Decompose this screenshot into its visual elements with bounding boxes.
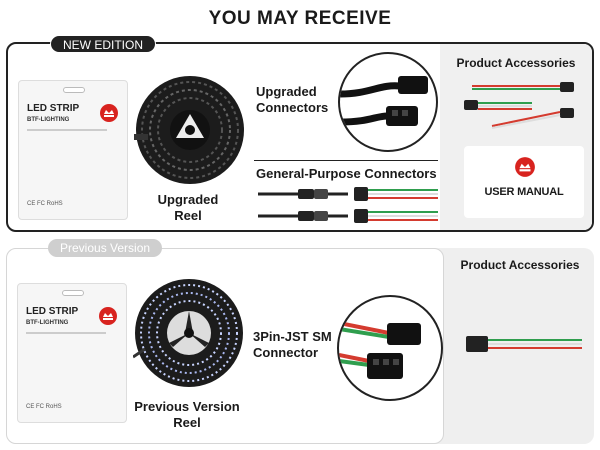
jst-connector-line2: Connector [253,345,318,360]
package-hang-hole [62,290,84,296]
new-edition-section: LED STRIP BTF-LIGHTING CE FC RoHS Upgrad… [6,35,594,232]
general-connectors-label: General-Purpose Connectors [256,166,437,181]
previous-reel-label-line1: Previous Version [134,399,240,414]
jst-connector-zoom [337,295,443,401]
previous-reel-label-line2: Reel [173,415,201,430]
led-strip-package: LED STRIP BTF-LIGHTING CE FC RoHS [18,80,128,220]
user-manual-label: USER MANUAL [484,186,564,198]
led-strip-package: LED STRIP BTF-LIGHTING CE FC RoHS [17,283,127,423]
package-hang-hole [63,87,85,93]
upgraded-connectors-line1: Upgraded [256,84,317,99]
previous-reel-label: Previous Version Reel [117,399,257,431]
package-certifications: CE FC RoHS [27,201,63,207]
upgraded-connector-icon [340,76,428,126]
new-edition-contents: LED STRIP BTF-LIGHTING CE FC RoHS Upgrad… [8,44,438,230]
package-certifications: CE FC RoHS [26,404,62,410]
brand-logo-icon [100,104,118,122]
user-manual-card: USER MANUAL [464,146,584,218]
brand-logo-icon [99,307,117,325]
brand-logo-icon [515,157,535,177]
package-title: LED STRIP [27,103,80,114]
accessories-title: Product Accessories [456,56,576,70]
package-brand: BTF-LIGHTING [27,117,70,123]
upgraded-reel-label: Upgraded Reel [140,192,236,224]
upgraded-connectors-label: Upgraded Connectors [256,84,328,116]
connectors-divider [254,160,438,161]
previous-version-accessories: Product Accessories [446,248,594,444]
package-divider [26,332,106,334]
jst-connector-label: 3Pin-JST SM Connector [253,329,332,361]
previous-version-badge: Previous Version [48,239,163,257]
upgraded-reel-label-line1: Upgraded [157,192,219,207]
new-edition-badge: NEW EDITION [50,35,156,53]
upgraded-reel-image [134,76,244,184]
page-title: YOU MAY RECEIVE [208,8,392,29]
previous-version-contents: LED STRIP BTF-LIGHTING CE FC RoHS Previo [6,248,444,444]
jst-connector-icon [339,321,421,379]
accessories-title: Product Accessories [460,258,580,272]
upgraded-reel-label-line2: Reel [174,208,202,223]
package-divider [27,129,107,131]
package-title: LED STRIP [26,306,79,317]
package-brand: BTF-LIGHTING [26,320,69,326]
upgraded-connectors-line2: Connectors [256,100,329,115]
general-connectors-icon [258,187,438,223]
previous-version-section: LED STRIP BTF-LIGHTING CE FC RoHS Previo [6,239,594,444]
previous-reel-image [133,279,243,387]
new-edition-accessories: Product Accessories USER MANUAL [440,44,592,230]
upgraded-connector-zoom [338,52,438,152]
accessory-wires-icon [464,82,574,129]
accessory-jst-cable-icon [466,336,582,352]
jst-connector-line1: 3Pin-JST SM [253,329,332,344]
